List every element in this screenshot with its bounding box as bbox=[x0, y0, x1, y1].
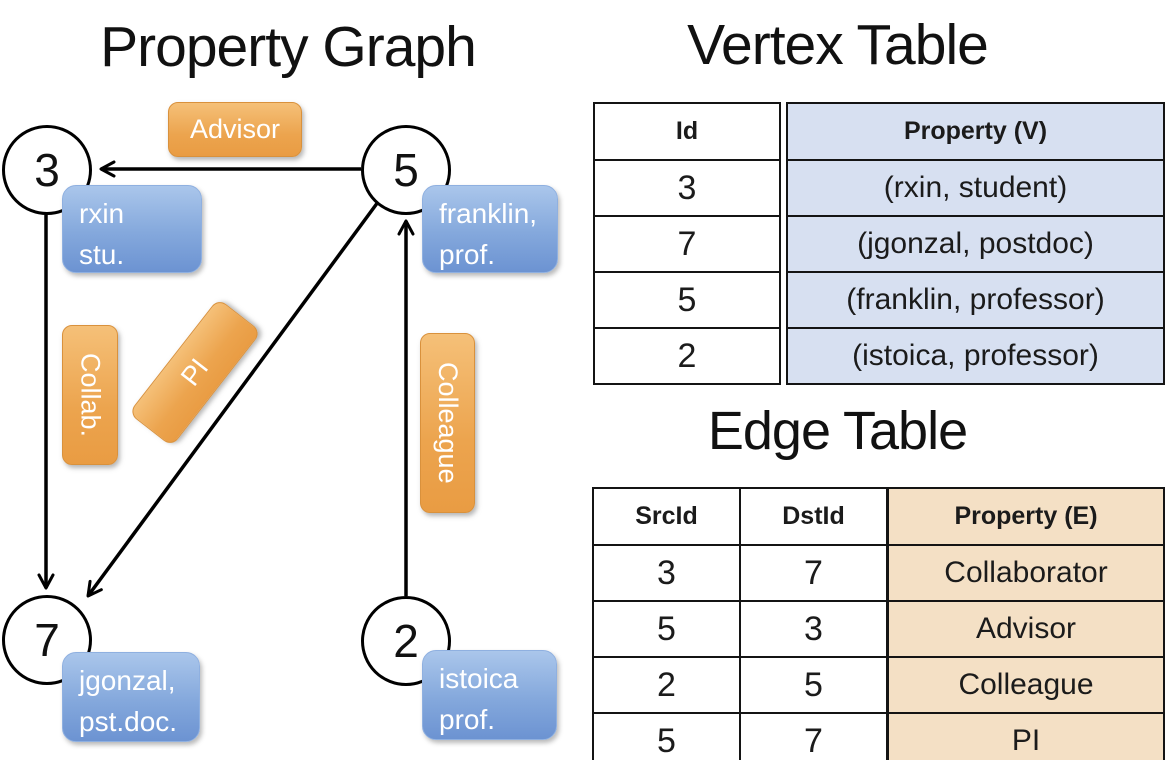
node-id: 2 bbox=[393, 615, 419, 667]
edge-srcid-cell: 2 bbox=[592, 656, 741, 714]
edge-label-collab: Collab. bbox=[62, 325, 118, 465]
edge-property-cell: Colleague bbox=[887, 656, 1165, 714]
vertex-property-cell: (rxin, student) bbox=[786, 159, 1165, 217]
node-id: 7 bbox=[34, 614, 60, 666]
vertex-table-id-column: Id 3 7 5 2 bbox=[593, 102, 781, 385]
node-id: 3 bbox=[34, 144, 60, 196]
vertex-property-cell: (jgonzal, postdoc) bbox=[786, 215, 1165, 273]
edge-srcid-cell: 5 bbox=[592, 600, 741, 658]
edge-srcid-cell: 5 bbox=[592, 712, 741, 760]
edge-srcid-header: SrcId bbox=[592, 487, 741, 546]
edge-property-cell: PI bbox=[887, 712, 1165, 760]
vertex-property-cell: (istoica, professor) bbox=[786, 327, 1165, 385]
edge-dstid-cell: 3 bbox=[739, 600, 888, 658]
edge-dstid-cell: 5 bbox=[739, 656, 888, 714]
edge-dstid-cell: 7 bbox=[739, 544, 888, 602]
property-line: istoica bbox=[439, 663, 519, 694]
edge-label-advisor: Advisor bbox=[168, 102, 302, 157]
edge-property-cell: Advisor bbox=[887, 600, 1165, 658]
edge-table-id-columns: SrcId DstId 3 7 5 3 2 5 5 7 bbox=[592, 487, 888, 760]
vertex-id-cell: 5 bbox=[593, 271, 781, 329]
node-2: 2 bbox=[361, 596, 451, 686]
property-line: prof. bbox=[439, 703, 496, 735]
edge-dstid-header: DstId bbox=[739, 487, 888, 546]
vertex-id-header: Id bbox=[593, 102, 781, 161]
edge-5-to-7 bbox=[86, 200, 380, 598]
edge-label-colleague: Colleague bbox=[420, 333, 475, 513]
node-id: 5 bbox=[393, 144, 419, 196]
property-line: franklin, bbox=[439, 198, 538, 229]
edge-srcid-cell: 3 bbox=[592, 544, 741, 602]
property-line: prof. bbox=[439, 238, 496, 270]
property-line: stu. bbox=[79, 238, 125, 270]
edge-table-property-column: Property (E) Collaborator Advisor Collea… bbox=[887, 487, 1165, 760]
vertex-table-property-column: Property (V) (rxin, student) (jgonzal, p… bbox=[786, 102, 1165, 385]
vertex-property-header: Property (V) bbox=[786, 102, 1165, 161]
vertex-id-cell: 2 bbox=[593, 327, 781, 385]
vertex-id-cell: 3 bbox=[593, 159, 781, 217]
node-property-box-istoica: istoica prof. bbox=[422, 650, 557, 740]
vertex-id-cell: 7 bbox=[593, 215, 781, 273]
edge-dstid-cell: 7 bbox=[739, 712, 888, 760]
property-line: jgonzal, bbox=[79, 665, 176, 696]
edge-property-cell: Collaborator bbox=[887, 544, 1165, 602]
property-graph-title: Property Graph bbox=[100, 15, 477, 79]
vertex-property-cell: (franklin, professor) bbox=[786, 271, 1165, 329]
node-property-box-jgonzal: jgonzal, pst.doc. bbox=[62, 652, 200, 742]
node-property-box-rxin: rxin stu. bbox=[62, 185, 202, 273]
node-property-box-franklin: franklin, prof. bbox=[422, 185, 558, 273]
node-5: 5 bbox=[361, 125, 451, 215]
property-line: pst.doc. bbox=[79, 705, 178, 737]
vertex-table-title: Vertex Table bbox=[687, 13, 989, 77]
graph-edges bbox=[37, 160, 415, 598]
edge-table-title: Edge Table bbox=[707, 401, 968, 461]
edge-property-header: Property (E) bbox=[887, 487, 1165, 546]
property-line: rxin bbox=[79, 198, 125, 229]
